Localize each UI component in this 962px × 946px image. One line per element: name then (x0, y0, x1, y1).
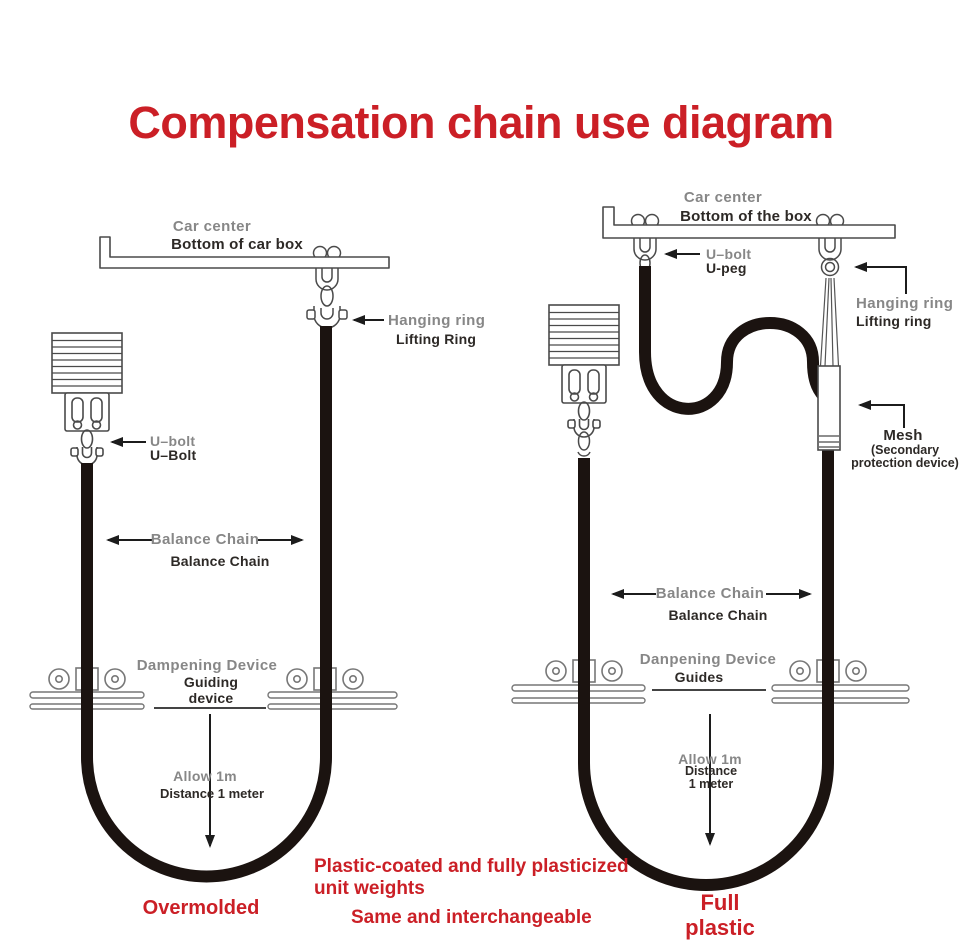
right-hanging-ring-label: Hanging ring (856, 295, 954, 312)
right-mesh-sub-label-1: (Secondary (870, 443, 940, 457)
left-dampening-label: Dampening Device (136, 657, 278, 674)
right-distance-label: Distance (684, 764, 738, 778)
left-coil-device-icon (51, 332, 123, 466)
right-balance-chain-label: Balance Chain (655, 585, 765, 602)
right-lifting-ring-label: Lifting ring (856, 313, 932, 329)
left-arrows (106, 315, 384, 848)
right-car-bar (602, 206, 896, 239)
right-mesh-label: Mesh (883, 427, 923, 444)
right-dampening-label: Danpening Device (639, 651, 777, 668)
left-car-center-label: Car center (172, 218, 252, 235)
left-guiding-label-2: device (188, 690, 234, 706)
right-caption-line-1: Full (700, 890, 740, 915)
left-ubolt-label: U–bolt (150, 433, 196, 449)
right-guides-icon (511, 659, 910, 704)
right-lifting-ring-icon (818, 238, 842, 277)
left-hanging-ring-icon (306, 268, 348, 329)
right-coil-hook-icon (577, 431, 591, 457)
right-car-center-label: Car center (683, 189, 763, 206)
footnote-line-2: unit weights (314, 878, 425, 899)
footnote-line-3: Same and interchangeable (351, 907, 592, 928)
left-diagram-art (29, 236, 398, 883)
right-balance-chain-sub-label: Balance Chain (668, 607, 768, 623)
left-distance-label: Distance 1 meter (159, 786, 265, 801)
footnote-line-1: Plastic-coated and fully plasticized (314, 856, 629, 877)
left-ubolt-sub-label: U–Bolt (150, 447, 197, 463)
right-lifting-ring-arrow-icon (854, 262, 907, 294)
left-allow-label: Allow 1m (173, 768, 237, 784)
left-car-bar (99, 236, 390, 269)
left-car-bottom-label: Bottom of car box (171, 236, 303, 253)
page-title: Compensation chain use diagram (128, 97, 834, 148)
right-caption-line-2: plastic (685, 915, 755, 940)
left-balance-chain-sub-label: Balance Chain (170, 553, 270, 569)
left-caption: Overmolded (142, 897, 260, 919)
right-ubolt-label: U–bolt (706, 246, 752, 262)
right-mesh-icon (817, 277, 841, 451)
right-arrows (611, 249, 907, 846)
left-balance-chain-label: Balance Chain (150, 531, 260, 548)
left-guiding-label-1: Guiding (183, 674, 239, 690)
right-slack-chain (639, 266, 832, 415)
right-diagram-art (511, 206, 910, 891)
left-lifting-ring-label: Lifting Ring (396, 331, 477, 347)
right-mesh-sub-label-2: protection device) (851, 456, 959, 470)
right-coil-device-icon (548, 304, 620, 438)
right-car-bottom-label: Bottom of the box (680, 208, 812, 225)
right-balance-chain (578, 445, 834, 891)
right-guides-label: Guides (674, 669, 724, 685)
left-balance-chain (81, 326, 332, 883)
right-allow-label: Allow 1m (678, 751, 742, 767)
right-upeg-label: U-peg (706, 260, 747, 276)
right-meter-label: 1 meter (688, 777, 734, 791)
left-hanging-ring-label: Hanging ring (388, 312, 486, 329)
right-mesh-arrow-icon (858, 400, 905, 428)
